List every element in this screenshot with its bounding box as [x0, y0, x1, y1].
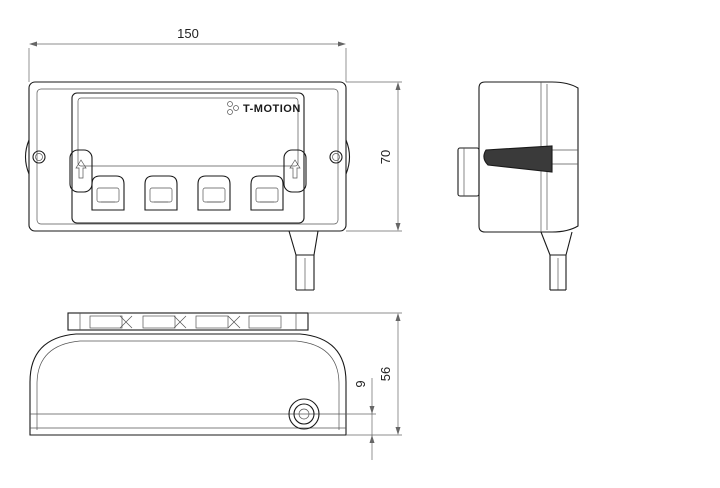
side-housing [478, 81, 579, 233]
side-boss [457, 147, 480, 197]
label-area [77, 97, 299, 167]
bottom-housing [29, 333, 347, 436]
depth-label: 56 [378, 367, 393, 381]
bottom-view: 56 9 [29, 312, 402, 460]
width-dimension: 150 [28, 26, 347, 82]
mounting-hole-right [329, 150, 343, 164]
port-3 [197, 175, 231, 211]
housing-outline [28, 81, 347, 232]
port-2 [144, 175, 178, 211]
rail-port-3 [195, 315, 241, 329]
height-label: 70 [378, 150, 393, 164]
latch-right [283, 149, 307, 193]
brand-text: T-MOTION [243, 103, 301, 115]
front-panel [71, 92, 305, 224]
latch-left [69, 149, 93, 193]
front-view: 150 T-MOTION [24, 26, 402, 291]
side-latch [483, 145, 553, 173]
port-1 [91, 175, 125, 211]
dc-jack [288, 398, 320, 430]
width-label: 150 [177, 26, 199, 41]
port-4 [250, 175, 284, 211]
power-cable-side [540, 231, 573, 291]
power-cable-front [288, 230, 319, 291]
rail-port-4 [248, 315, 282, 329]
top-rail [67, 312, 309, 331]
offset-label: 9 [353, 380, 368, 387]
height-dimension: 70 [346, 81, 402, 232]
depth-dimension: 56 [308, 312, 402, 436]
side-view [457, 81, 579, 291]
rail-port-2 [142, 315, 187, 329]
brand-logo: T-MOTION [227, 101, 301, 115]
mounting-hole-left [32, 150, 46, 164]
offset-dimension: 9 [346, 378, 376, 460]
rail-port-1 [89, 315, 133, 329]
